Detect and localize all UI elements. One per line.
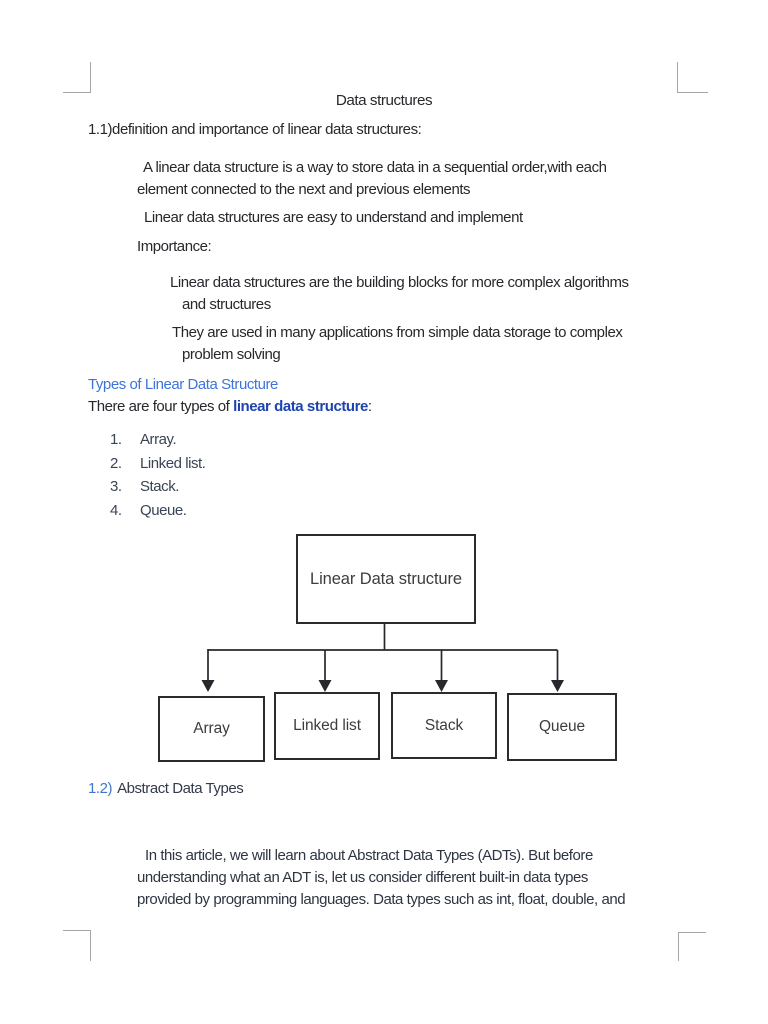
page-title: Data structures <box>335 92 433 109</box>
list-item: 3. Stack. <box>110 475 205 499</box>
paragraph-line: and structures <box>182 295 271 313</box>
list-item: 4. Queue. <box>110 499 205 523</box>
paragraph-line: understanding what an ADT is, let us con… <box>137 869 588 886</box>
importance-point-2: They are used in many applications from … <box>172 322 623 365</box>
list-item: 1. Array. <box>110 428 205 452</box>
adt-paragraph: In this article, we will learn about Abs… <box>137 845 626 911</box>
diagram-node-stack: Stack <box>391 692 497 759</box>
crop-mark-top-left-icon <box>63 62 91 93</box>
importance-label: Importance: <box>137 238 212 255</box>
list-item-label: Linked list. <box>140 454 206 472</box>
paragraph-line: element connected to the next and previo… <box>137 180 471 198</box>
types-intro-suffix: : <box>367 398 372 415</box>
diagram-node-array: Array <box>158 696 265 762</box>
section-1-1-heading: 1.1)definition and importance of linear … <box>88 121 422 138</box>
paragraph-line: They are used in many applications from … <box>172 324 623 341</box>
crop-mark-bottom-right-icon <box>678 932 706 961</box>
diagram-node-queue: Queue <box>507 693 617 761</box>
paragraph-line: In this article, we will learn about Abs… <box>145 847 593 864</box>
list-item-number: 2. <box>110 454 122 472</box>
section-1-2-number: 1.2) <box>88 780 113 797</box>
list-item-label: Stack. <box>140 478 179 496</box>
list-item-number: 3. <box>110 478 122 496</box>
types-intro-line: There are four types of linear data stru… <box>88 396 372 418</box>
definition-paragraph: A linear data structure is a way to stor… <box>137 157 607 200</box>
list-item-label: Array. <box>140 431 177 448</box>
types-intro-prefix: There are four types of <box>88 398 234 415</box>
paragraph-line: Linear data structures are the building … <box>170 274 629 291</box>
paragraph-line: provided by programming languages. Data … <box>137 891 626 908</box>
diagram-node-root: Linear Data structure <box>296 534 476 624</box>
types-ordered-list: 1. Array. 2. Linked list. 3. Stack. 4. Queue… <box>110 428 206 523</box>
paragraph-line: A linear data structure is a way to stor… <box>143 159 607 176</box>
importance-point-1: Linear data structures are the building … <box>170 272 629 315</box>
linear-data-structure-link[interactable]: linear data structure <box>233 398 368 415</box>
list-item: 2. Linked list. <box>110 452 206 476</box>
types-section-heading: Types of Linear Data Structure <box>88 376 278 393</box>
diagram-node-linked-list: Linked list <box>274 692 380 760</box>
crop-mark-bottom-left-icon <box>63 930 91 961</box>
easy-line: Linear data structures are easy to under… <box>144 209 523 226</box>
crop-mark-top-right-icon <box>677 62 708 93</box>
paragraph-line: problem solving <box>182 345 281 363</box>
section-1-2-heading: 1.2)Abstract Data Types <box>88 778 244 800</box>
list-item-number: 4. <box>110 501 122 519</box>
section-1-2-title: Abstract Data Types <box>117 780 244 797</box>
arrowhead-icons <box>201 680 564 692</box>
list-item-number: 1. <box>110 431 122 448</box>
list-item-label: Queue. <box>140 501 187 519</box>
